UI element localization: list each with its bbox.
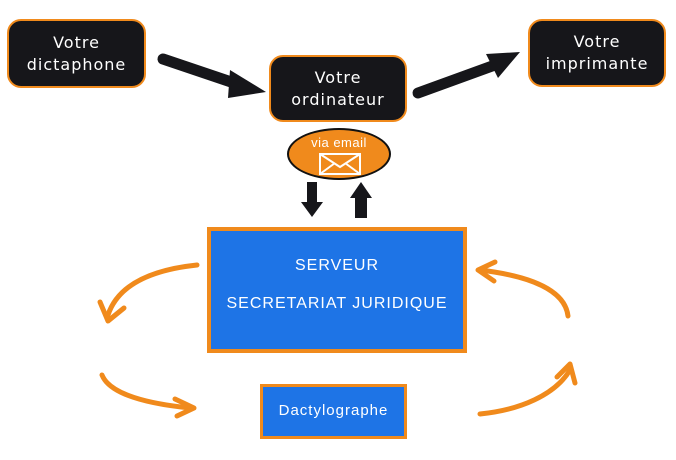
arrowhead-bottom-right: [554, 361, 578, 386]
node-imprimante: Votre imprimante: [528, 19, 666, 87]
arrow-to-dactylographe: [99, 372, 193, 411]
node-dictaphone: Votre dictaphone: [7, 19, 146, 88]
arrow-serveur-out-left: [105, 262, 200, 318]
envelope-icon: [319, 153, 361, 175]
node-imprimante-line2: imprimante: [545, 54, 649, 73]
node-dactylographe: Dactylographe: [260, 384, 407, 439]
node-serveur: SERVEUR SECRETARIAT JURIDIQUE: [207, 227, 467, 353]
arrowhead-left-top: [97, 299, 127, 324]
arrow-dictaphone-to-ordinateur: [157, 53, 266, 98]
node-dictaphone-line1: Votre: [53, 32, 100, 52]
arrowhead-bottom-left: [172, 396, 197, 419]
arrow-dactylographe-out-right: [477, 367, 573, 417]
node-email: via email: [287, 128, 391, 180]
node-imprimante-line1: Votre: [573, 32, 621, 51]
node-serveur-line1: SERVEUR: [294, 257, 380, 274]
arrowhead-right-top: [475, 259, 498, 284]
node-ordinateur-line2: ordinateur: [291, 89, 385, 109]
arrow-back-to-serveur: [477, 267, 571, 319]
arrow-up-to-email: [350, 182, 372, 218]
node-dactylographe-label: Dactylographe: [278, 402, 389, 419]
arrow-ordinateur-to-imprimante: [412, 52, 520, 99]
node-dictaphone-line2: dictaphone: [26, 54, 127, 74]
arrow-down-to-serveur: [301, 182, 323, 217]
email-label: via email: [311, 135, 367, 150]
node-serveur-line2: SECRETARIAT JURIDIQUE: [226, 295, 448, 312]
node-ordinateur-line1: Votre: [314, 67, 362, 87]
node-ordinateur: Votre ordinateur: [269, 55, 407, 122]
